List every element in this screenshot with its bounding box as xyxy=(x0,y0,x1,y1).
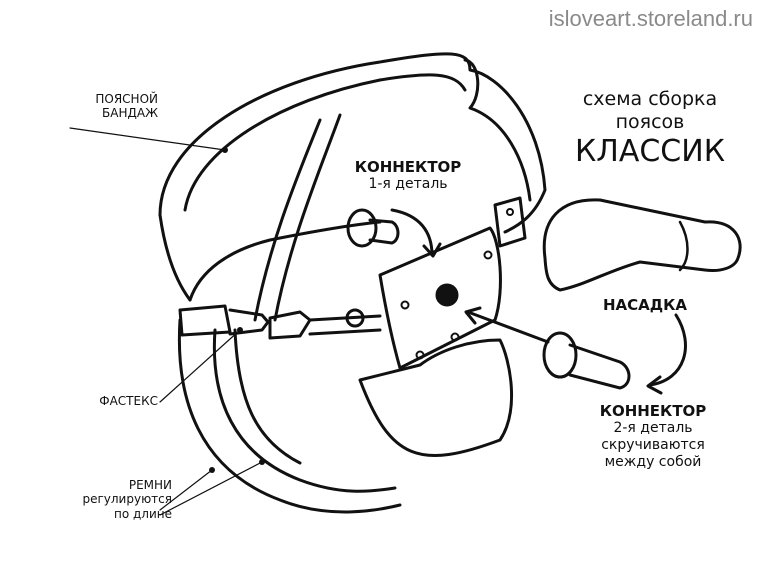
belt-label: ПОЯСНОЙ БАНДАЖ xyxy=(95,92,158,121)
straps-label: РЕМНИ регулируются по длине xyxy=(82,478,172,521)
connector1-label: КОННЕКТОР 1-я деталь xyxy=(354,158,462,192)
leader-belt xyxy=(69,127,226,151)
fastex-right-part xyxy=(268,310,312,340)
leader-straps-2 xyxy=(159,461,263,516)
connector-2-icon xyxy=(542,331,631,390)
plate-hole-center xyxy=(435,283,459,307)
waist-belt-back xyxy=(188,220,382,302)
plate-hole-1 xyxy=(415,350,425,360)
strap-left-mid xyxy=(233,328,302,465)
leader-straps-1 xyxy=(159,469,213,511)
strap-left-inner xyxy=(212,328,397,493)
waist-belt-inner xyxy=(158,213,192,302)
fastex-label: ФАСТЕКС xyxy=(99,394,158,408)
plate-hole-2 xyxy=(450,332,460,342)
strap-left-outer xyxy=(177,318,402,514)
connector-plate xyxy=(378,226,502,370)
leader-fastex xyxy=(159,329,241,403)
title-line1: схема сборка xyxy=(582,88,718,110)
attachment-label: НАСАДКА xyxy=(602,296,687,314)
arrow-connector1 xyxy=(390,208,434,257)
strap-to-plate xyxy=(308,314,382,336)
waist-belt-end xyxy=(463,58,532,202)
strap-ring xyxy=(345,308,365,328)
strap-side-2 xyxy=(273,113,342,322)
connector2-label: КОННЕКТОР 2-я деталь скручиваются между … xyxy=(599,402,707,470)
watermark: isloveart.storeland.ru xyxy=(548,6,753,31)
plate-hole-4 xyxy=(400,300,410,310)
waist-belt-top-edge xyxy=(183,73,467,212)
plate-hole-3 xyxy=(483,250,493,260)
title-line2: поясов xyxy=(615,110,685,133)
waist-belt-outer xyxy=(158,52,547,234)
arrow-connector2 xyxy=(466,310,550,344)
fastex-teeth xyxy=(228,308,270,336)
title-line3: КЛАССИК xyxy=(574,133,725,169)
fastex-left-part xyxy=(178,304,232,337)
connector-1-icon xyxy=(346,208,400,248)
lower-pouch xyxy=(358,338,513,458)
title-block: схема сборка поясов КЛАССИК xyxy=(560,88,740,170)
strap-side xyxy=(253,118,322,322)
plate-side-clip xyxy=(493,196,527,248)
attachment-icon xyxy=(542,198,742,292)
arrow-attachment xyxy=(648,313,687,387)
